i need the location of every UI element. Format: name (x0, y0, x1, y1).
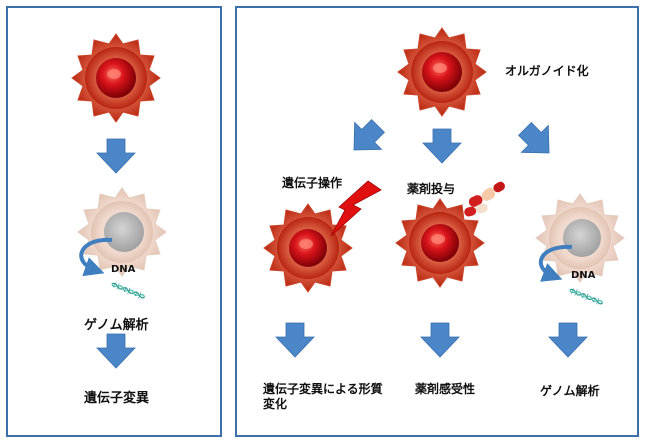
right-genome-analysis-label: ゲノム解析 (540, 384, 600, 398)
outcome-arrow-drug (420, 322, 460, 358)
left-dna-extraction-arrow (79, 237, 113, 277)
organoid-label: オルガノイド化 (505, 64, 589, 78)
right-analyzed-cell (535, 193, 625, 283)
capsule-pills-icon (464, 181, 505, 217)
gene-manipulated-cell (263, 203, 353, 293)
right-dna-helix-icon (568, 286, 605, 307)
drug-sensitivity-label: 薬剤感受性 (415, 382, 476, 396)
right-dna-extraction-arrow (539, 244, 573, 282)
lightning-bolt-icon (330, 180, 382, 237)
left-gene-mutation-label: 遺伝子変異 (84, 391, 150, 406)
phenotype-change-label: 遺伝子変異による形質変化 (263, 382, 383, 411)
branch-arrow-left (340, 112, 392, 164)
branch-arrow-right (511, 115, 563, 167)
drug-administration-label: 薬剤投与 (407, 182, 456, 196)
left-analyzed-cell (77, 187, 167, 277)
organoid-source-cell (397, 27, 487, 117)
outcome-arrow-genome (548, 322, 588, 358)
drug-treated-cell (395, 198, 485, 288)
gene-manipulation-label: 遺伝子操作 (282, 176, 343, 190)
left-arrow-1 (96, 138, 136, 174)
outcome-arrow-phenotype (275, 322, 315, 358)
left-dna-label: DNA (111, 264, 136, 275)
left-genome-analysis-label: ゲノム解析 (84, 318, 149, 333)
left-arrow-2 (96, 333, 136, 369)
left-dna-helix-icon (110, 280, 147, 301)
left-tumor-cell (71, 33, 161, 123)
right-dna-label: DNA (571, 270, 596, 281)
branch-arrow-center (422, 128, 462, 164)
